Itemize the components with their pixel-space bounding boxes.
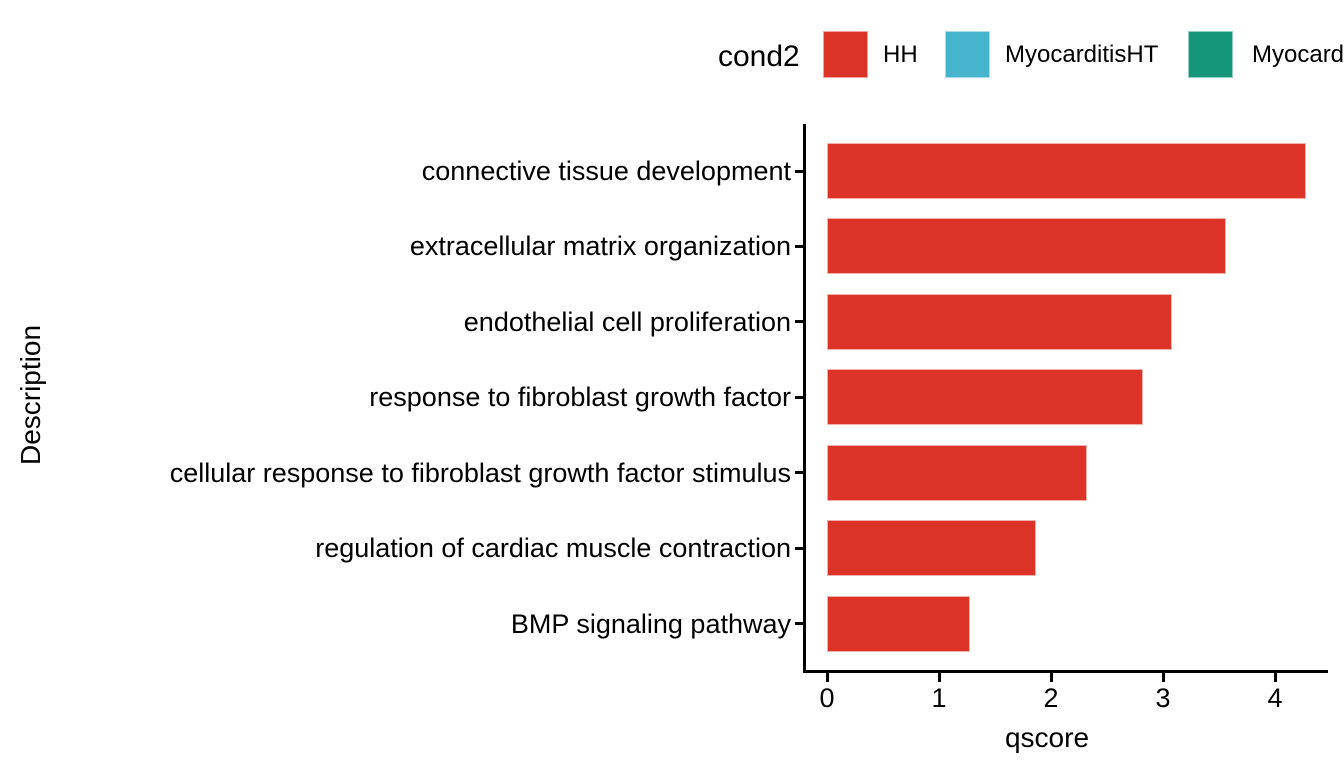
bar: [827, 369, 1143, 425]
x-axis-line: [803, 670, 1328, 673]
category-label: cellular response to fibroblast growth f…: [169, 458, 791, 488]
x-tick-label: 4: [1267, 683, 1283, 713]
legend-label-1: HH: [883, 41, 918, 68]
category-label: endothelial cell proliferation: [463, 307, 791, 337]
x-axis-tick: [938, 673, 941, 682]
x-axis-tick: [1050, 673, 1053, 682]
x-tick-label: 0: [819, 683, 835, 713]
y-axis-tick: [795, 622, 804, 625]
y-axis-tick: [795, 547, 804, 550]
y-axis-tick: [795, 320, 804, 323]
legend-label-3: Myocard: [1252, 41, 1344, 68]
legend-label-2: MyocarditisHT: [1005, 41, 1159, 68]
x-tick-label: 2: [1043, 683, 1059, 713]
y-axis-line: [803, 124, 806, 673]
category-label: connective tissue development: [421, 156, 791, 186]
category-label: BMP signaling pathway: [510, 609, 791, 639]
bar: [827, 445, 1087, 501]
x-axis-tick: [1162, 673, 1165, 682]
y-axis-tick: [795, 471, 804, 474]
y-axis-tick: [795, 245, 804, 248]
legend-swatch-1: [823, 31, 868, 78]
bar: [827, 143, 1306, 199]
x-axis-tick: [826, 673, 829, 682]
y-axis-tick: [795, 170, 804, 173]
bar: [827, 520, 1036, 576]
x-tick-label: 1: [931, 683, 947, 713]
bar: [827, 596, 970, 652]
x-tick-label: 3: [1155, 683, 1171, 713]
bar: [827, 218, 1226, 274]
y-axis-tick: [795, 396, 804, 399]
category-label: regulation of cardiac muscle contraction: [315, 533, 791, 563]
legend-title: cond2: [718, 40, 800, 73]
x-axis-title: qscore: [1004, 722, 1090, 753]
category-label: extracellular matrix organization: [409, 231, 791, 261]
bar: [827, 294, 1172, 350]
legend-swatch-3: [1188, 31, 1233, 78]
legend-swatch-2: [945, 31, 990, 78]
category-label: response to fibroblast growth factor: [369, 382, 791, 412]
x-axis-tick: [1274, 673, 1277, 682]
